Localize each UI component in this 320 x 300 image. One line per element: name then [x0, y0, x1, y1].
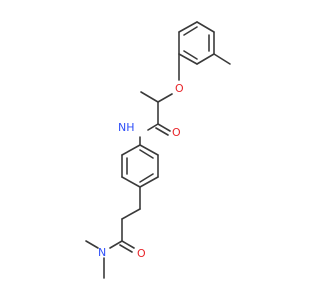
amide-oxygen-label: O — [172, 126, 181, 139]
amide-nitrogen-label: NH — [118, 121, 135, 134]
ch-methyl-bond — [140, 91, 159, 103]
ch2-ch2-bond — [121, 208, 141, 220]
dimethyl-nitrogen-label: N — [98, 246, 106, 259]
carbonyl-n-bond — [109, 240, 123, 249]
carbonyl-nh-bond — [147, 123, 159, 131]
tolyl-ring — [178, 21, 215, 65]
amide-co-bond-1 — [157, 123, 171, 132]
lower-co-bond-1 — [121, 240, 135, 249]
molecule-structure-canvas: O NH O O N — [85, 21, 231, 279]
ether-ch-bond — [157, 93, 173, 103]
molecule-structure: O NH O O N — [85, 21, 231, 279]
phenyl-ring — [121, 144, 159, 188]
amide-co-bond-2 — [155, 127, 169, 136]
n-methyl-up-bond — [85, 240, 99, 249]
lower-carbonyl-oxygen-label: O — [137, 247, 146, 260]
lower-co-bond-2 — [119, 244, 133, 253]
tolyl-methyl-bond — [213, 53, 231, 65]
ether-oxygen-label: O — [175, 82, 184, 95]
